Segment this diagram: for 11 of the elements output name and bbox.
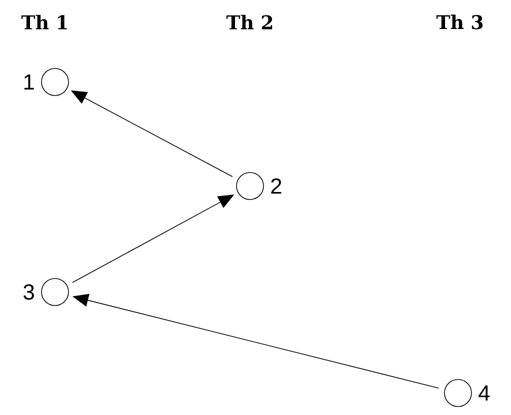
node-number: 3 [24,284,34,300]
state-circle [444,379,472,407]
state-circle [236,172,264,200]
column-header: Th 1 [21,14,67,30]
node-number: 4 [478,385,490,401]
node-number: 1 [24,74,34,90]
column-header: Th 3 [436,14,483,30]
state-circle [41,68,69,96]
state-circle [41,278,69,306]
column-header: Th 2 [226,14,272,30]
node-number: 2 [271,178,282,194]
